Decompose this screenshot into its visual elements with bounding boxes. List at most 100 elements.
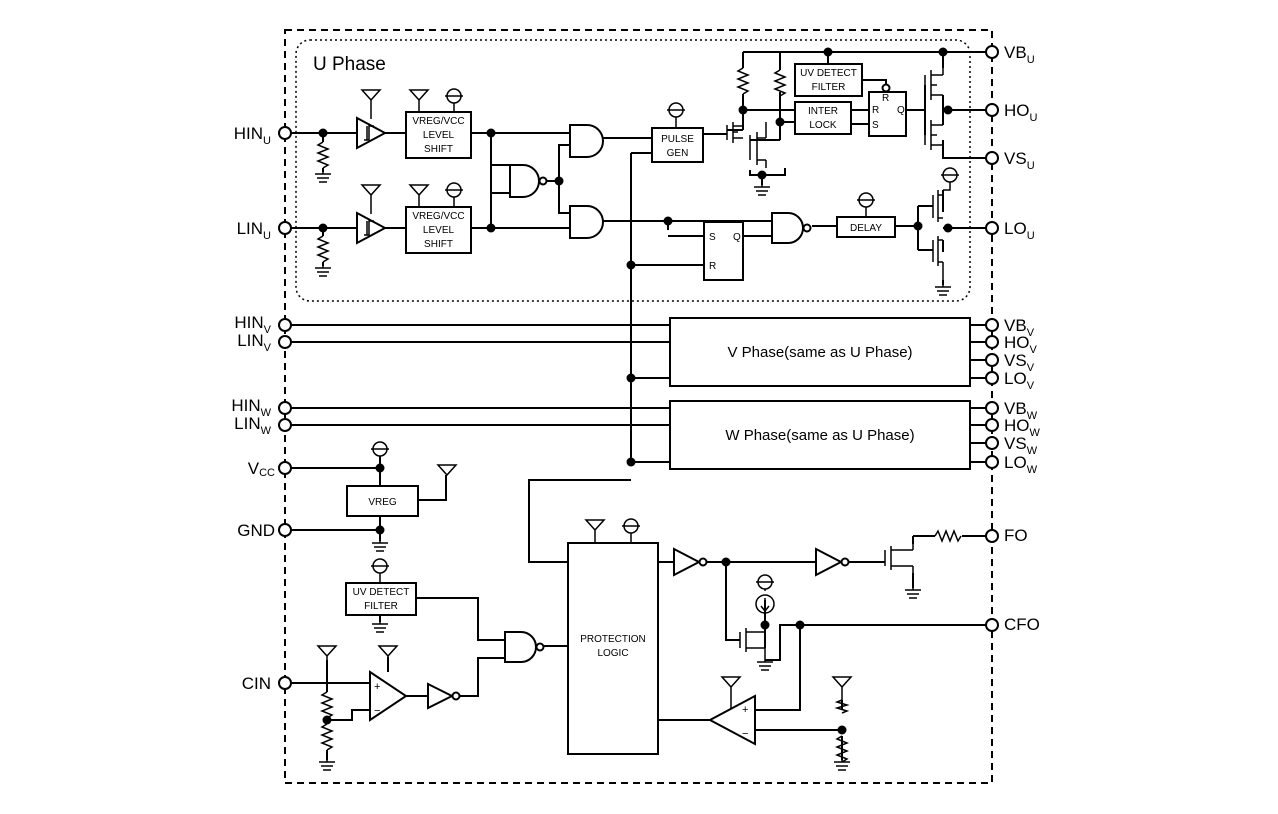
vreg-block: VREG (346, 485, 419, 517)
svg-text:VREG/VCC: VREG/VCC (412, 116, 464, 127)
left-pin-labels: HINU LINU HINV LINV HINW LINW VCC GND CI… (231, 124, 275, 693)
pin-label-vb-w: VBW (1004, 399, 1038, 422)
svg-text:LOCK: LOCK (809, 120, 837, 131)
level-shift-lin-block: VREG/VCC LEVEL SHIFT (405, 206, 472, 254)
svg-text:LEVEL: LEVEL (423, 225, 455, 236)
pin-ho-v (985, 335, 999, 349)
pin-label-gnd: GND (237, 521, 275, 540)
sr-flipflop-block: S R Q (703, 221, 744, 281)
junctions (318, 47, 953, 735)
pin-label-hin-w: HINW (231, 396, 271, 419)
pin-label-lin-u: LINU (237, 219, 271, 242)
cin-comparator-minus: − (374, 705, 380, 717)
pin-label-lo-u: LOU (1004, 219, 1035, 242)
svg-text:UV DETECT: UV DETECT (353, 587, 410, 598)
svg-text:PULSE: PULSE (661, 134, 694, 145)
v-phase-block: V Phase(same as U Phase) (669, 317, 971, 387)
uv-detect-filter-high-block: UV DETECT FILTER (794, 63, 863, 97)
pin-label-fo: FO (1004, 526, 1028, 545)
pin-gnd (278, 523, 292, 537)
svg-text:R: R (882, 93, 889, 104)
pin-hin-w (278, 401, 292, 415)
uv-detect-filter-vcc-block: UV DETECT FILTER (345, 582, 417, 616)
pin-lo-v (985, 371, 999, 385)
pin-lo-w (985, 455, 999, 469)
pin-terminals (278, 45, 999, 690)
pin-fo (985, 529, 999, 543)
pin-label-vb-u: VBU (1004, 43, 1035, 66)
pin-lin-w (278, 418, 292, 432)
svg-text:R: R (872, 105, 879, 116)
svg-text:Q: Q (897, 105, 905, 116)
u-phase-group (295, 39, 971, 302)
logic-gates (356, 116, 850, 746)
pin-v-cc (278, 461, 292, 475)
pin-label-cfo: CFO (1004, 615, 1040, 634)
pin-vb-w (985, 401, 999, 415)
svg-text:FILTER: FILTER (812, 82, 846, 93)
pin-label-hin-u: HINU (234, 124, 271, 147)
svg-text:S: S (872, 120, 879, 131)
svg-text:R: R (709, 261, 716, 272)
u-phase-title: U Phase (313, 54, 386, 75)
pin-ho-w (985, 418, 999, 432)
ground-symbols (315, 172, 951, 771)
pin-vs-u (985, 151, 999, 165)
svg-text:VREG/VCC: VREG/VCC (412, 211, 464, 222)
pin-ho-u (985, 103, 999, 117)
svg-text:LEVEL: LEVEL (423, 130, 455, 141)
pin-label-lin-v: LINV (237, 331, 271, 354)
pin-label-hin-v: HINV (234, 313, 271, 336)
svg-text:UV DETECT: UV DETECT (800, 68, 857, 79)
svg-text:FILTER: FILTER (364, 601, 398, 612)
svg-text:V Phase(same as U Phase): V Phase(same as U Phase) (727, 344, 912, 361)
pin-hin-v (278, 318, 292, 332)
svg-text:S: S (709, 232, 716, 243)
pulse-gen-block: PULSE GEN (651, 127, 704, 163)
level-shift-hin-block: VREG/VCC LEVEL SHIFT (405, 111, 472, 159)
pin-label-cin: CIN (242, 674, 271, 693)
cfo-comparator-plus: + (742, 704, 748, 716)
svg-text:GEN: GEN (667, 148, 689, 159)
pin-hin-u (278, 126, 292, 140)
cin-comparator-plus: + (374, 681, 380, 693)
transistors (726, 68, 944, 660)
pin-label-vs-w: VSW (1004, 434, 1038, 457)
svg-text:DELAY: DELAY (850, 223, 882, 234)
protection-logic-block: PROTECTION LOGIC (567, 542, 659, 755)
svg-text:PROTECTION: PROTECTION (580, 634, 646, 645)
pin-label-vs-u: VSU (1004, 149, 1035, 172)
pin-cfo (985, 618, 999, 632)
pin-label-vcc: VCC (248, 459, 275, 479)
pin-vs-v (985, 353, 999, 367)
svg-text:SHIFT: SHIFT (424, 239, 453, 250)
cfo-comparator-minus: − (742, 728, 748, 740)
pin-vb-v (985, 318, 999, 332)
rs-latch-block: R R S Q (868, 83, 907, 137)
pin-label-lin-w: LINW (234, 414, 271, 437)
resistors (315, 67, 962, 763)
pin-vb-u (985, 45, 999, 59)
pin-label-vs-v: VSV (1004, 351, 1035, 374)
pin-label-lo-v: LOV (1004, 369, 1035, 392)
svg-text:VREG: VREG (368, 497, 397, 508)
svg-text:SHIFT: SHIFT (424, 144, 453, 155)
svg-text:INTER: INTER (808, 106, 838, 117)
right-pin-labels: VBU HOU VSU LOU VBV HOV VSV LOV VBW HOW … (1004, 43, 1041, 634)
svg-text:LOGIC: LOGIC (597, 648, 628, 659)
pin-lin-v (278, 335, 292, 349)
w-phase-block: W Phase(same as U Phase) (669, 400, 971, 470)
pin-label-vb-v: VBV (1004, 316, 1035, 339)
svg-text:W Phase(same as U Phase): W Phase(same as U Phase) (725, 427, 914, 444)
pin-label-lo-w: LOW (1004, 453, 1038, 476)
pin-label-ho-v: HOV (1004, 333, 1038, 356)
pin-cin (278, 676, 292, 690)
supply-symbols (316, 88, 959, 708)
pin-label-ho-u: HOU (1004, 101, 1038, 124)
delay-block: DELAY (836, 216, 896, 238)
interlock-block: INTER LOCK (794, 101, 852, 135)
pin-lo-u (985, 221, 999, 235)
pin-vs-w (985, 436, 999, 450)
pin-lin-u (278, 221, 292, 235)
